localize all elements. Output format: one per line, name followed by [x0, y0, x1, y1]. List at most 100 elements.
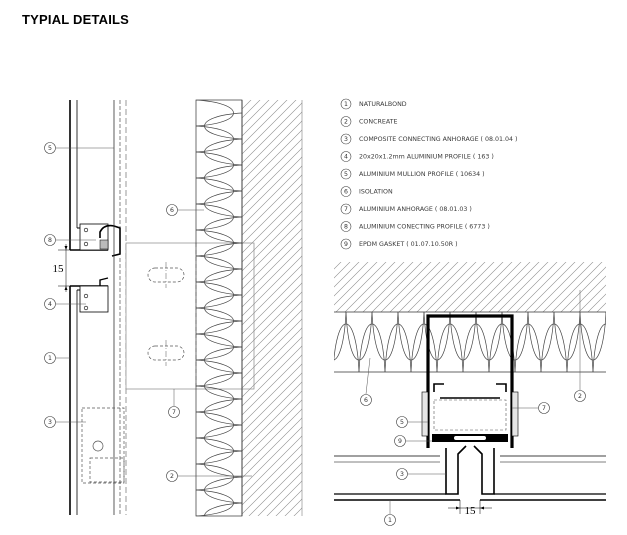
legend-number: 3: [344, 136, 348, 143]
legend-number: 2: [344, 119, 348, 126]
callout-6: 6: [360, 357, 372, 406]
legend-text: ALUMINIUM MULLION PROFILE ( 10634 ): [359, 171, 485, 178]
cladding-panel-lower: [69, 285, 108, 515]
concrete-wall-plan: [334, 262, 606, 313]
section-dimension-label: 15: [53, 263, 65, 275]
gasket-plan: [432, 434, 508, 442]
callout-circle: [166, 204, 178, 216]
callout-4: 4: [44, 298, 86, 310]
legend-number-circle: [340, 168, 352, 180]
page-title: TYPIAL DETAILS: [22, 12, 130, 27]
callout-circle: [384, 514, 396, 526]
cladding-panels-plan: [334, 455, 606, 501]
callout-circle: [574, 390, 586, 402]
callout-circle: [44, 234, 56, 246]
callout-number: 5: [400, 419, 404, 426]
callout-number: 4: [48, 301, 52, 308]
legend-item: 5 ALUMINIUM MULLION PROFILE ( 10634 ): [340, 168, 485, 180]
callout-circle: [396, 416, 408, 428]
anchorage-plan: [421, 391, 519, 437]
legend-number-circle: [340, 151, 352, 162]
callout-number: 8: [48, 237, 52, 244]
callout-circle: [44, 142, 56, 154]
callout-number: 2: [170, 473, 174, 480]
connecting-profile-lower: [79, 277, 109, 313]
legend-number-circle: [340, 238, 352, 250]
callout-circle: [166, 470, 178, 482]
callout-number: 7: [542, 405, 546, 412]
callout-circle: [538, 402, 550, 414]
callout-circle: [394, 435, 406, 447]
callout-number: 7: [172, 409, 176, 416]
legend-number-circle: [340, 203, 352, 215]
legend-item: 8 ALUMINIUM CONECTING PROFILE ( 6773 ): [340, 221, 490, 232]
callout-9: 9: [394, 435, 432, 447]
legend-number-circle: [340, 98, 352, 110]
callout-7: 7: [168, 389, 180, 418]
connecting-profile-upper: [79, 223, 121, 257]
section-callouts: 5 8 4 1 3 6 7 2: [44, 142, 252, 482]
callout-number: 3: [48, 419, 52, 426]
legend-text: CONCREATE: [359, 119, 397, 126]
callout-1: 1: [384, 500, 396, 526]
callout-5: 5: [44, 142, 114, 154]
legend-number-circle: [340, 116, 352, 127]
callout-7: 7: [512, 402, 550, 414]
legend-text: EPDM GASKET ( 01.07.10.50R ): [359, 241, 458, 248]
legend-number-circle: [340, 186, 352, 197]
legend-number: 4: [344, 154, 348, 161]
callout-number: 1: [388, 517, 392, 524]
composite-anchorage: [81, 407, 125, 484]
legend-item: 6 ISOLATION: [340, 186, 393, 197]
callout-circle: [168, 406, 180, 418]
callout-3: 3: [396, 468, 446, 480]
legend-number: 8: [344, 224, 348, 231]
callout-number: 2: [578, 393, 582, 400]
legend-item: 2 CONCREATE: [340, 116, 397, 127]
legend-number: 6: [344, 189, 348, 196]
callout-number: 3: [400, 471, 404, 478]
composite-profiles-plan: [445, 445, 495, 495]
callout-circle: [396, 468, 408, 480]
callout-5: 5: [396, 416, 428, 428]
callout-number: 1: [48, 355, 52, 362]
legend-number-circle: [340, 133, 352, 145]
legend-item: 9 EPDM GASKET ( 01.07.10.50R ): [340, 238, 458, 250]
concrete-wall-vertical: [241, 100, 303, 516]
callout-3: 3: [44, 416, 86, 428]
legend-text: ALUMINIUM ANHORAGE ( 08.01.03 ): [359, 206, 472, 213]
callout-2: 2: [574, 290, 586, 402]
callout-circle: [44, 416, 56, 428]
legend-text: NATURALBOND: [359, 101, 407, 108]
mullion-plan: [426, 314, 514, 448]
legend-number: 5: [344, 171, 348, 178]
callout-number: 9: [398, 438, 402, 445]
aluminium-anchorage: [125, 242, 255, 390]
legend-text: COMPOSITE CONNECTING ANHORAGE ( 08.01.04…: [359, 136, 518, 143]
callout-circle: [360, 394, 372, 406]
callout-number: 5: [48, 145, 52, 152]
legend-number: 7: [344, 206, 348, 213]
legend: 1 NATURALBOND 2 CONCREATE 3 COMPOSITE CONNECT…: [340, 98, 518, 250]
legend-text: ALUMINIUM CONECTING PROFILE ( 6773 ): [359, 224, 490, 231]
insulation-plan: [334, 312, 606, 373]
insulation-vertical: [195, 99, 243, 517]
plan-section: 15 6 5 9 3 1 7 2: [334, 262, 606, 526]
callout-1: 1: [44, 352, 70, 364]
legend-number-circle: [340, 221, 352, 232]
callout-6: 6: [166, 204, 204, 216]
callout-number: 6: [170, 207, 174, 214]
section-dimension: 15: [53, 244, 74, 292]
callout-2: 2: [166, 470, 252, 482]
plan-callouts: 6 5 9 3 1 7 2: [360, 290, 586, 526]
legend-item: 1 NATURALBOND: [340, 98, 407, 110]
legend-number: 9: [344, 241, 348, 248]
plan-dimension: 15: [448, 500, 492, 517]
legend-text: ISOLATION: [359, 189, 393, 196]
callout-number: 6: [364, 397, 368, 404]
callout-circle: [44, 352, 56, 364]
plan-dimension-label: 15: [465, 505, 477, 517]
legend-number: 1: [344, 101, 348, 108]
